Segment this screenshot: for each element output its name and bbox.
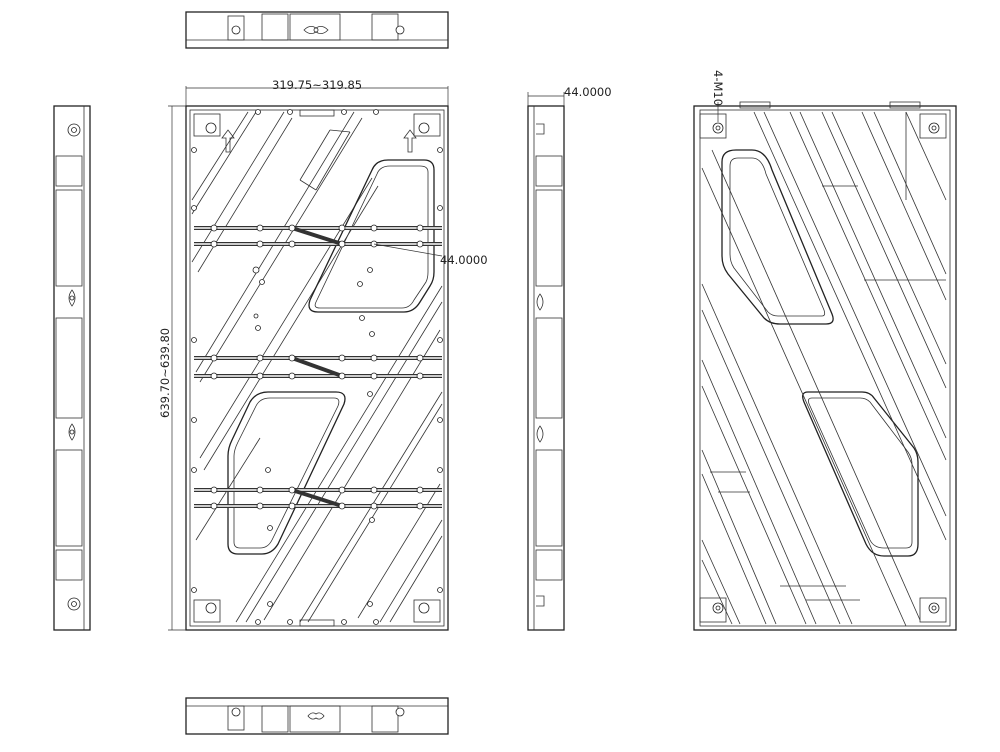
front-view bbox=[168, 86, 449, 631]
width-dimension-label: 319.75~319.85 bbox=[272, 78, 362, 92]
screw-spec-label: 4-M10 bbox=[711, 70, 725, 106]
depth-dimension-front: 44.0000 bbox=[440, 253, 488, 267]
bottom-view bbox=[185, 697, 449, 735]
front-diagonal-ribs bbox=[191, 111, 443, 623]
back-view bbox=[693, 101, 957, 631]
front-screw-holes bbox=[191, 109, 443, 625]
depth-dimension-top: 44.0000 bbox=[564, 85, 612, 99]
back-diagonal-ribs bbox=[701, 111, 947, 627]
right-side-view bbox=[527, 92, 565, 631]
top-view bbox=[185, 11, 449, 49]
front-horizontal-rails bbox=[194, 226, 442, 508]
height-dimension-label: 639.70~639.80 bbox=[158, 328, 172, 418]
left-side-view bbox=[53, 105, 91, 631]
